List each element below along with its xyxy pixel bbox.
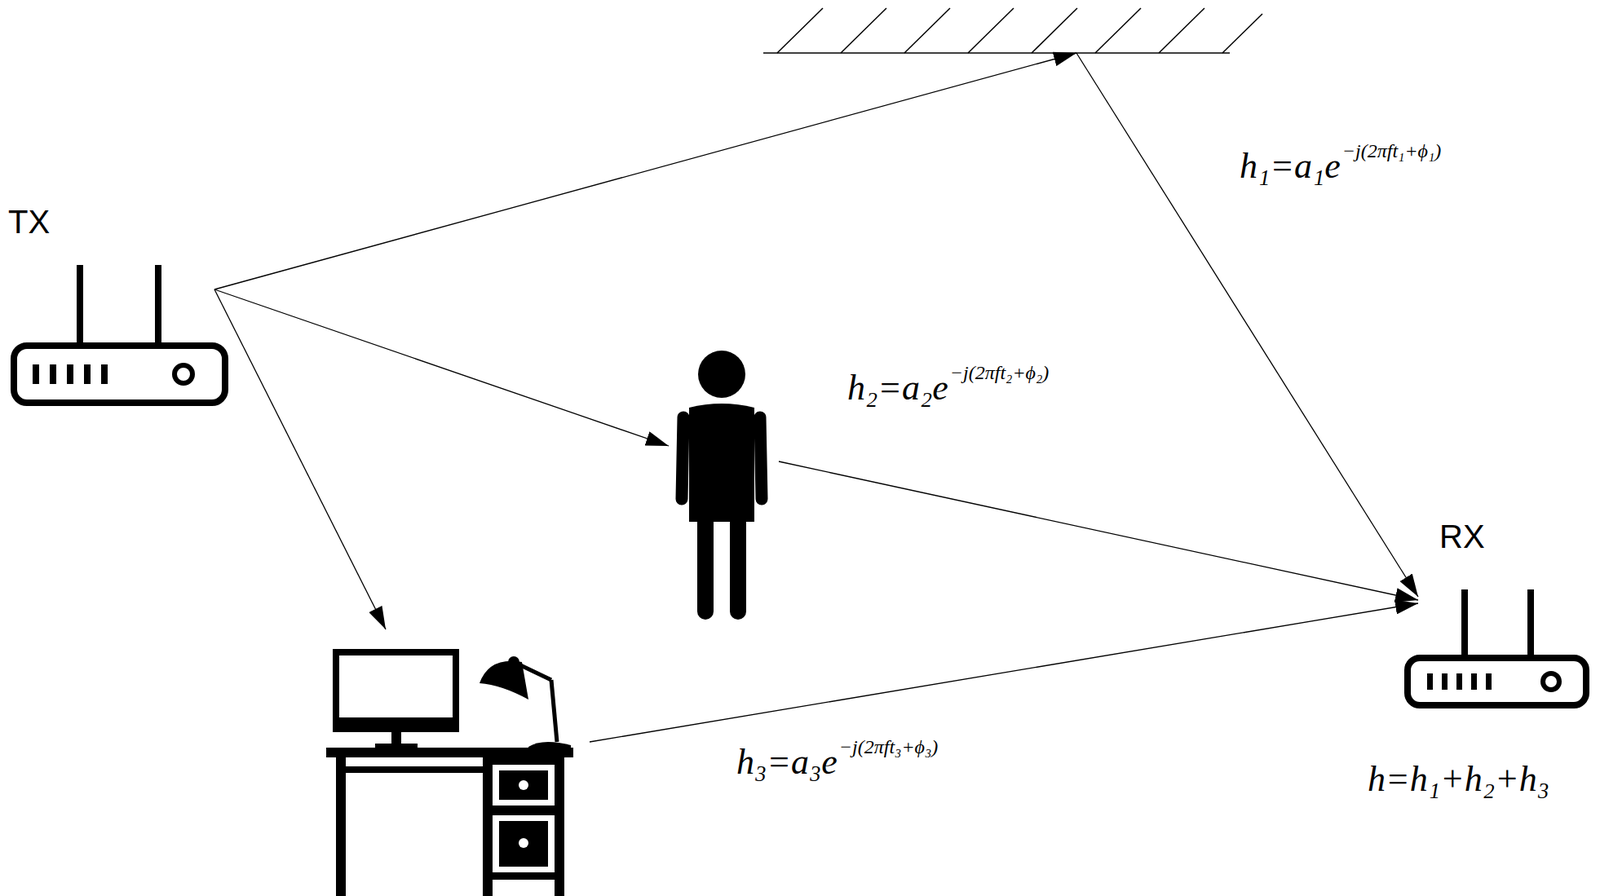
device-node: RX xyxy=(1439,518,1591,711)
device-label: RX xyxy=(1439,518,1591,555)
channel-formula: h=h₁+h₂+h₃ xyxy=(1367,760,1550,800)
formula-exponent: −j(2πft₁+ϕ₁) xyxy=(1342,140,1442,162)
desk-figure xyxy=(326,652,574,896)
signal-ray xyxy=(778,461,1419,601)
ceiling-wall xyxy=(763,8,1263,54)
formula-exponent: −j(2πft₂+ϕ₂) xyxy=(950,362,1050,384)
signal-ray xyxy=(214,289,669,447)
signal-paths xyxy=(214,53,1419,743)
signal-ray xyxy=(214,289,386,630)
router-icon xyxy=(13,265,226,403)
channel-formula: h₂=a₂e xyxy=(847,368,949,408)
channel-formula: h₁=a₁e xyxy=(1239,146,1341,186)
person-figure xyxy=(681,350,762,612)
signal-ray xyxy=(214,53,1077,290)
router-icon xyxy=(1407,589,1587,706)
signal-ray xyxy=(1076,53,1419,597)
formula-exponent: −j(2πft₃+ϕ₃) xyxy=(839,736,939,758)
signal-ray xyxy=(589,603,1419,743)
device-node: TX xyxy=(8,203,233,408)
channel-formula: h₃=a₃e xyxy=(736,742,838,783)
device-label: TX xyxy=(8,203,233,240)
